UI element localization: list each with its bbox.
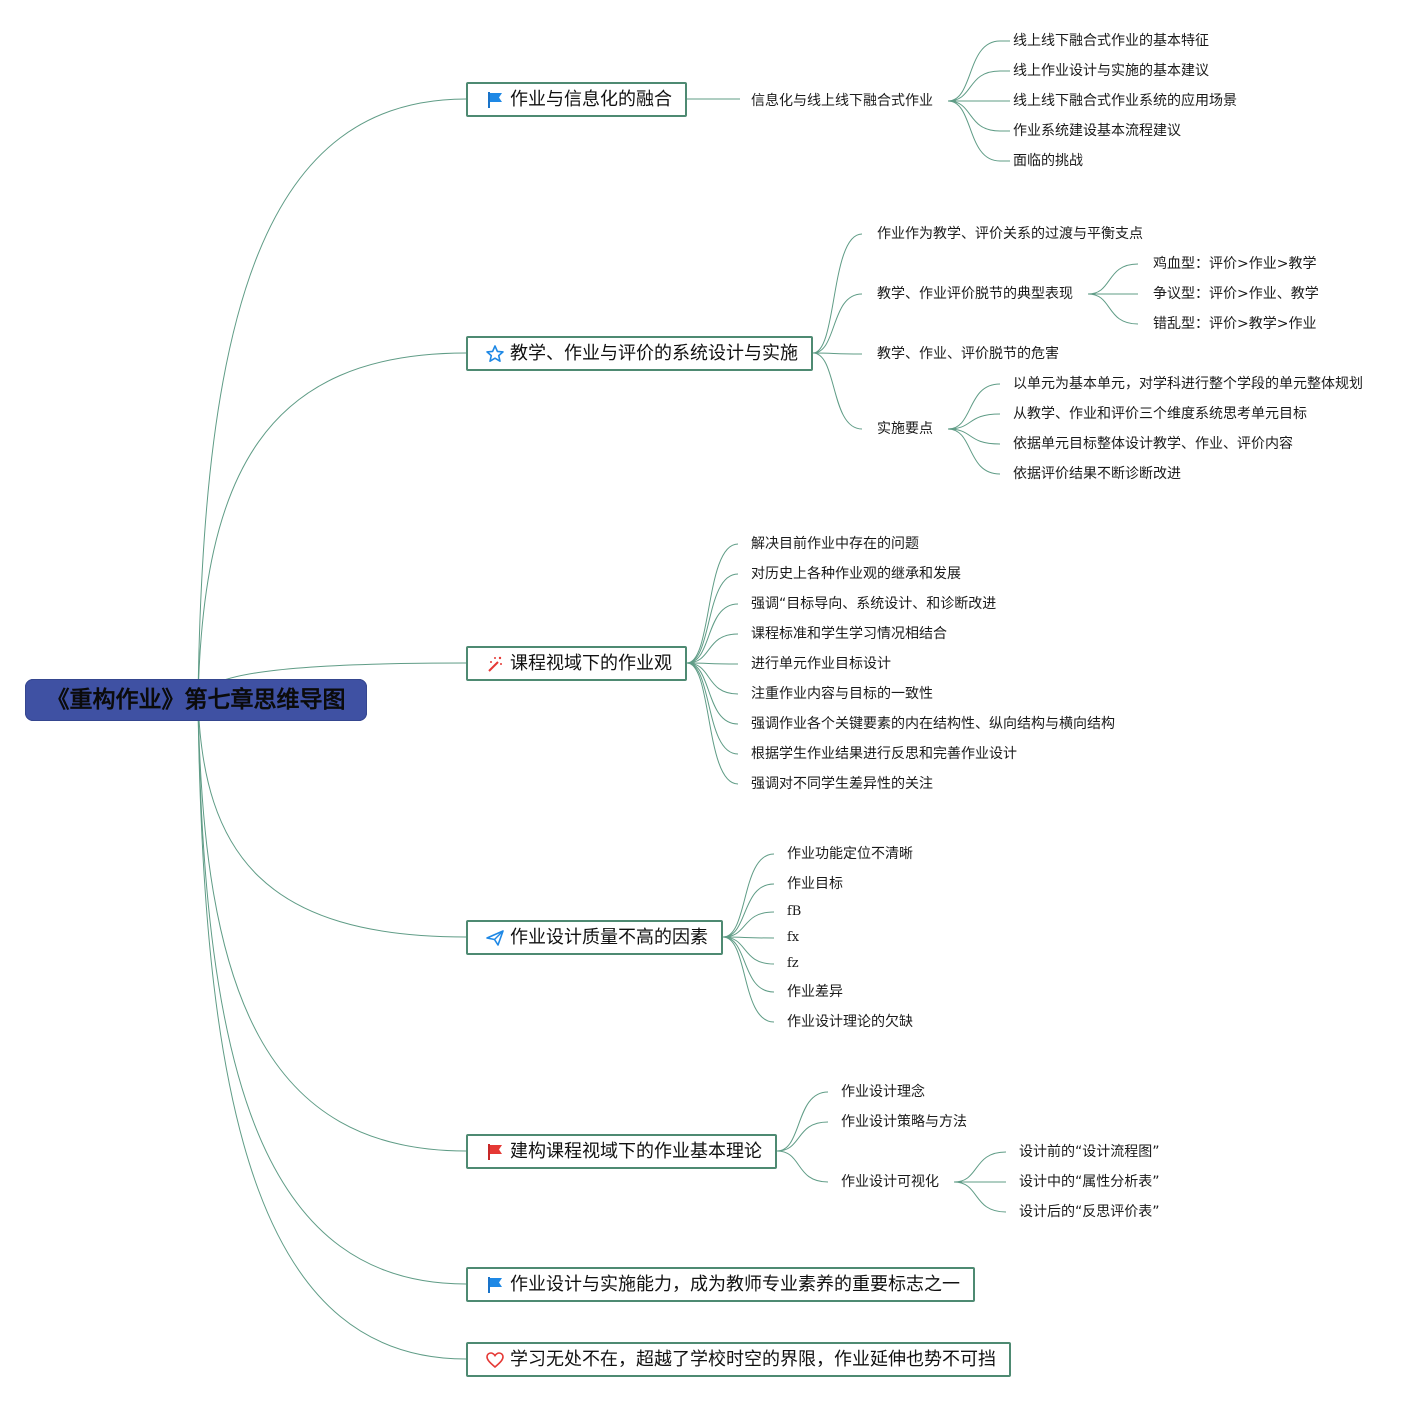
connector-line	[947, 100, 1001, 132]
branch-basic-theory[interactable]: 建构课程视域下的作业基本理论	[466, 1134, 777, 1169]
connector-line	[947, 40, 1001, 102]
leaf-topic[interactable]: 线上线下融合式作业的基本特征	[1013, 33, 1209, 49]
connector-line	[953, 1151, 1007, 1183]
connector-line	[686, 573, 739, 664]
connector-line	[722, 911, 775, 938]
subtopic[interactable]: 注重作业内容与目标的一致性	[751, 686, 933, 702]
leaf-topic[interactable]: 设计后的“反思评价表”	[1019, 1204, 1160, 1220]
connector-line	[722, 936, 775, 965]
leaf-topic[interactable]: 设计前的“设计流程图”	[1019, 1144, 1160, 1160]
subtopic[interactable]: 对历史上各种作业观的继承和发展	[751, 566, 961, 582]
connector-line	[197, 699, 467, 938]
connector-line	[197, 699, 467, 1152]
connector-line	[722, 936, 775, 1023]
connector-line	[722, 883, 775, 938]
leaf-topic[interactable]: 线上线下融合式作业系统的应用场景	[1013, 93, 1237, 109]
connector-line	[686, 662, 739, 785]
blue-flag-icon	[484, 89, 506, 111]
leaf-topic[interactable]: 错乱型：评价>教学>作业	[1153, 316, 1317, 332]
connector-line	[686, 603, 739, 664]
subtopic[interactable]: fB	[787, 904, 802, 919]
connector-line	[686, 633, 739, 664]
connector-line	[197, 699, 467, 1285]
subtopic[interactable]: 作业功能定位不清晰	[787, 846, 913, 862]
connector-line	[776, 1091, 829, 1152]
connector-line	[812, 352, 863, 430]
leaf-topic[interactable]: 依据评价结果不断诊断改进	[1013, 466, 1181, 482]
connector-line	[722, 936, 775, 939]
connector-line	[686, 662, 739, 695]
connector-line	[812, 293, 863, 354]
connector-line	[776, 1121, 829, 1152]
branch-learning-everywhere[interactable]: 学习无处不在，超越了学校时空的界限，作业延伸也势不可挡	[466, 1342, 1011, 1377]
connector-line	[686, 543, 739, 664]
subtopic[interactable]: 教学、作业、评价脱节的危害	[877, 346, 1059, 362]
connector-line	[947, 100, 1001, 162]
subtopic[interactable]: 信息化与线上线下融合式作业	[751, 93, 933, 109]
subtopic[interactable]: 课程标准和学生学习情况相结合	[751, 626, 947, 642]
connector-line	[953, 1181, 1007, 1213]
connector-line	[947, 413, 1001, 430]
connector-line	[947, 428, 1001, 445]
connector-line	[776, 1150, 829, 1183]
leaf-topic[interactable]: 面临的挑战	[1013, 153, 1083, 169]
connector-line	[947, 428, 1001, 475]
leaf-topic[interactable]: 以单元为基本单元，对学科进行整个学段的单元整体规划	[1013, 376, 1363, 392]
subtopic[interactable]: 作业设计可视化	[841, 1174, 939, 1190]
leaf-topic[interactable]: 从教学、作业和评价三个维度系统思考单元目标	[1013, 406, 1307, 422]
subtopic[interactable]: 教学、作业评价脱节的典型表现	[877, 286, 1073, 302]
subtopic[interactable]: 强调“目标导向、系统设计、和诊断改进	[751, 596, 997, 612]
leaf-topic[interactable]: 争议型：评价>作业、教学	[1153, 286, 1319, 302]
blue-flag-icon	[484, 1274, 506, 1296]
branch-curriculum-view[interactable]: 课程视域下的作业观	[466, 646, 687, 681]
root-topic[interactable]: 《重构作业》第七章思维导图	[25, 679, 367, 721]
heart-icon	[484, 1349, 506, 1371]
subtopic[interactable]: 作业目标	[787, 876, 843, 892]
connector-line	[947, 383, 1001, 430]
connector-line	[686, 662, 739, 665]
star-icon	[484, 343, 506, 365]
connector-line	[686, 662, 739, 725]
subtopic[interactable]: 进行单元作业目标设计	[751, 656, 891, 672]
paper-plane-icon	[484, 927, 506, 949]
connector-line	[197, 699, 467, 1360]
subtopic[interactable]: 作业设计理论的欠缺	[787, 1014, 913, 1030]
magic-wand-icon	[484, 653, 506, 675]
connector-line	[722, 853, 775, 938]
subtopic[interactable]: 根据学生作业结果进行反思和完善作业设计	[751, 746, 1017, 762]
connector-line	[1087, 293, 1139, 325]
subtopic[interactable]: 作业作为教学、评价关系的过渡与平衡支点	[877, 226, 1143, 242]
leaf-topic[interactable]: 设计中的“属性分析表”	[1019, 1174, 1160, 1190]
leaf-topic[interactable]: 鸡血型：评价>作业>教学	[1153, 256, 1317, 272]
connector-line	[812, 233, 863, 354]
subtopic[interactable]: 实施要点	[877, 421, 933, 437]
connector-line	[1087, 263, 1139, 295]
subtopic[interactable]: fx	[787, 930, 800, 945]
branch-informatization[interactable]: 作业与信息化的融合	[466, 82, 687, 117]
connector-line	[947, 70, 1001, 102]
branch-teacher-competence[interactable]: 作业设计与实施能力，成为教师专业素养的重要标志之一	[466, 1267, 975, 1302]
connector-line	[197, 98, 467, 701]
leaf-topic[interactable]: 线上作业设计与实施的基本建议	[1013, 63, 1209, 79]
subtopic[interactable]: 作业设计策略与方法	[841, 1114, 967, 1130]
connector-line	[722, 936, 775, 993]
subtopic[interactable]: 强调对不同学生差异性的关注	[751, 776, 933, 792]
subtopic[interactable]: 解决目前作业中存在的问题	[751, 536, 919, 552]
branch-quality-factors[interactable]: 作业设计质量不高的因素	[466, 920, 723, 955]
subtopic[interactable]: 强调作业各个关键要素的内在结构性、纵向结构与横向结构	[751, 716, 1115, 732]
connector-line	[812, 352, 863, 355]
subtopic[interactable]: 作业差异	[787, 984, 843, 1000]
red-flag-icon	[484, 1141, 506, 1163]
leaf-topic[interactable]: 作业系统建设基本流程建议	[1013, 123, 1181, 139]
leaf-topic[interactable]: 依据单元目标整体设计教学、作业、评价内容	[1013, 436, 1293, 452]
connector-line	[197, 352, 467, 701]
subtopic[interactable]: 作业设计理念	[841, 1084, 925, 1100]
subtopic[interactable]: fz	[787, 956, 799, 971]
branch-system-design[interactable]: 教学、作业与评价的系统设计与实施	[466, 336, 813, 371]
